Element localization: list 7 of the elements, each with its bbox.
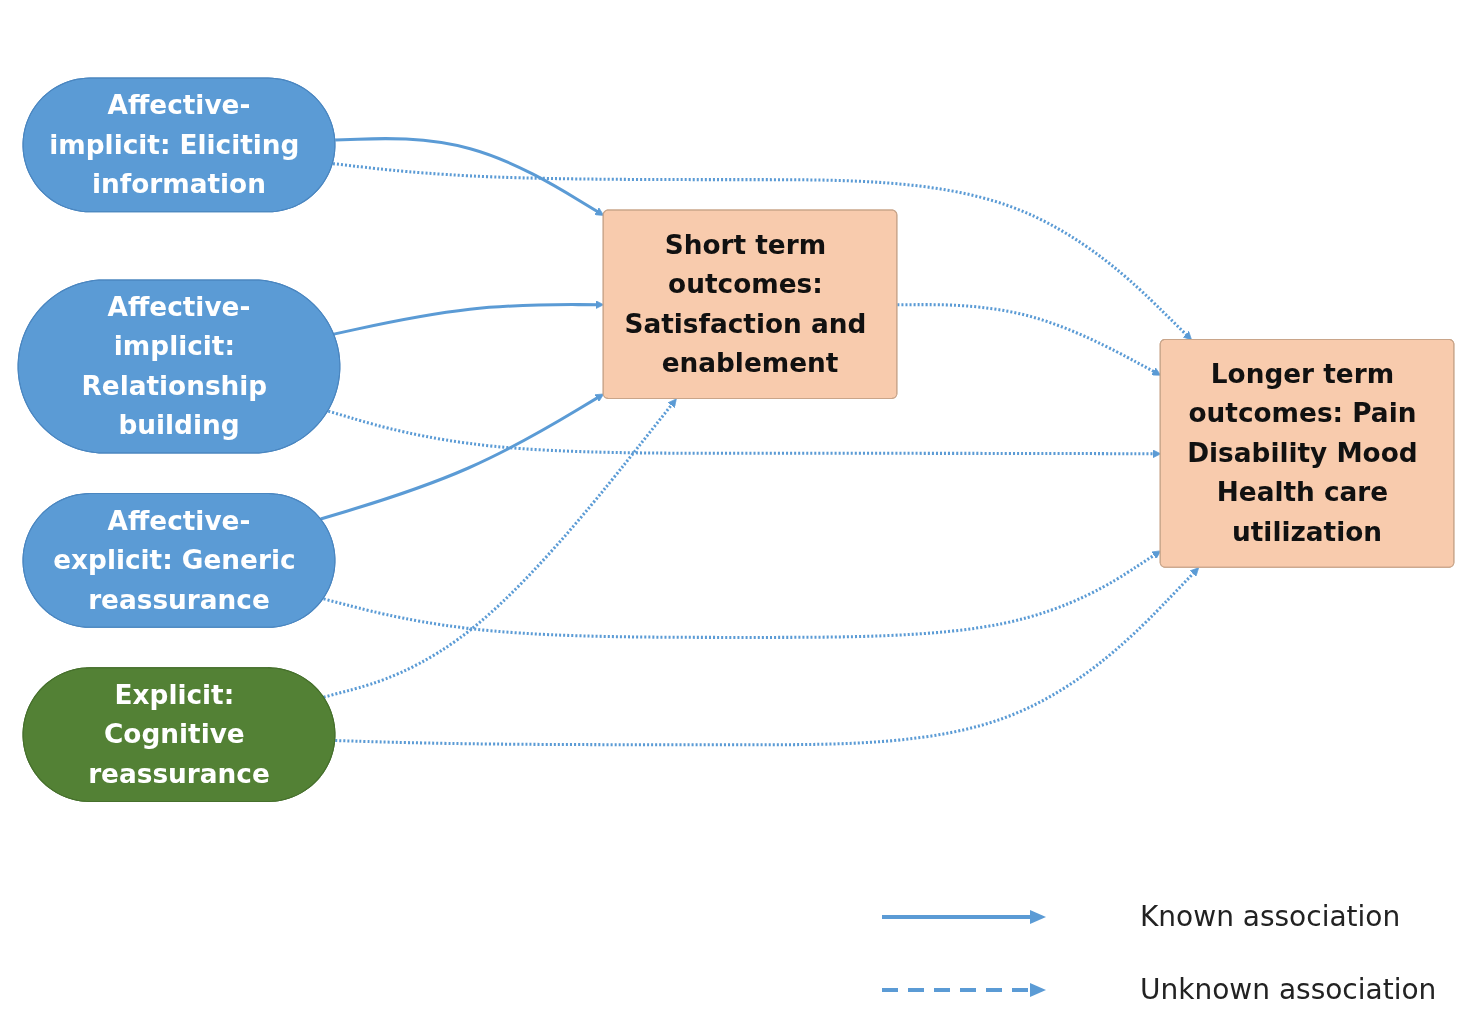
arrow	[323, 398, 677, 699]
arrow	[335, 567, 1200, 747]
arrow	[332, 162, 1192, 341]
legend-text: Known association	[1140, 900, 1401, 933]
legend-text: Unknown association	[1140, 973, 1437, 1006]
arrow	[320, 393, 605, 521]
arrow	[335, 137, 605, 216]
